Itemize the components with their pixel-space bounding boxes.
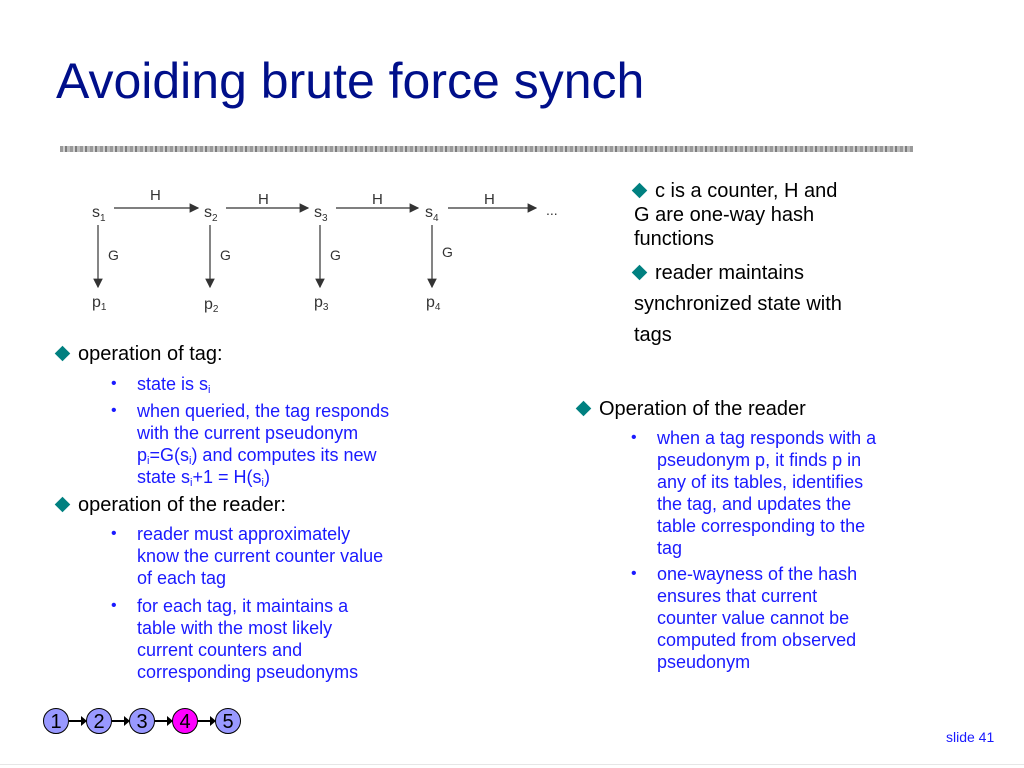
h-label: H [372, 191, 383, 208]
title-divider [60, 146, 913, 152]
state-label: s3 [314, 204, 328, 224]
state-label: s1 [92, 204, 106, 224]
diamond-bullet-icon [631, 264, 648, 281]
h-label: H [484, 191, 495, 208]
chain-ellipsis: ... [546, 202, 558, 218]
note-reader-state: reader maintains synchronized state with… [631, 258, 842, 351]
tag-response-bullet: • when queried, the tag responds with th… [111, 401, 390, 489]
hash-chain-diagram: s1 s2 s3 s4 ... H H H H G G G G p1 p2 p3… [80, 175, 580, 330]
nav-arrow-icon [155, 716, 173, 726]
tag-state-bullet: • state is si [111, 374, 211, 396]
h-label: H [258, 191, 269, 208]
hash-chain-svg: s1 s2 s3 s4 ... H H H H G G G G p1 p2 p3… [92, 187, 558, 315]
h-label: H [150, 187, 161, 204]
g-label: G [108, 247, 119, 263]
pseudonym-label: p3 [314, 294, 329, 313]
tag-operation-heading: operation of tag: [54, 342, 223, 366]
nav-arrow-icon [198, 716, 216, 726]
g-label: G [442, 244, 453, 260]
pseudonym-label: p4 [426, 294, 441, 313]
reader-table-bullet: • for each tag, it maintains a table wit… [111, 596, 359, 682]
nav-slide-4-button[interactable]: 4 [172, 708, 198, 734]
reader-operation-heading: operation of the reader: [54, 493, 286, 517]
right-lookup-bullet: • when a tag responds with a pseudonym p… [631, 428, 877, 558]
diamond-bullet-icon [54, 496, 71, 513]
diamond-bullet-icon [575, 400, 592, 417]
nav-arrow-icon [69, 716, 87, 726]
nav-slide-2-button[interactable]: 2 [86, 708, 112, 734]
slide-title: Avoiding brute force synch [56, 53, 645, 109]
slide-number: slide 41 [946, 729, 995, 745]
reader-counter-bullet: • reader must approximately know the cur… [111, 524, 384, 588]
nav-arrow-icon [112, 716, 130, 726]
bullet-dot-icon: • [111, 402, 117, 419]
footer-line [0, 764, 1024, 765]
bullet-dot-icon: • [631, 565, 637, 582]
pseudonym-label: p2 [204, 296, 219, 315]
pseudonym-label: p1 [92, 294, 107, 313]
note-counter: c is a counter, H and G are one-way hash… [631, 179, 837, 251]
nav-slide-1-button[interactable]: 1 [43, 708, 69, 734]
state-label: s2 [204, 204, 218, 224]
bullet-dot-icon: • [631, 429, 637, 446]
bullet-dot-icon: • [111, 375, 117, 392]
diamond-bullet-icon [631, 182, 648, 199]
bullet-dot-icon: • [111, 597, 117, 614]
g-label: G [220, 247, 231, 263]
state-label: s4 [425, 204, 439, 224]
nav-slide-3-button[interactable]: 3 [129, 708, 155, 734]
g-label: G [330, 247, 341, 263]
right-onewayness-bullet: • one-wayness of the hash ensures that c… [631, 564, 858, 672]
right-reader-heading: Operation of the reader [575, 397, 806, 421]
bullet-dot-icon: • [111, 525, 117, 542]
diamond-bullet-icon [54, 345, 71, 362]
nav-slide-5-button[interactable]: 5 [215, 708, 241, 734]
